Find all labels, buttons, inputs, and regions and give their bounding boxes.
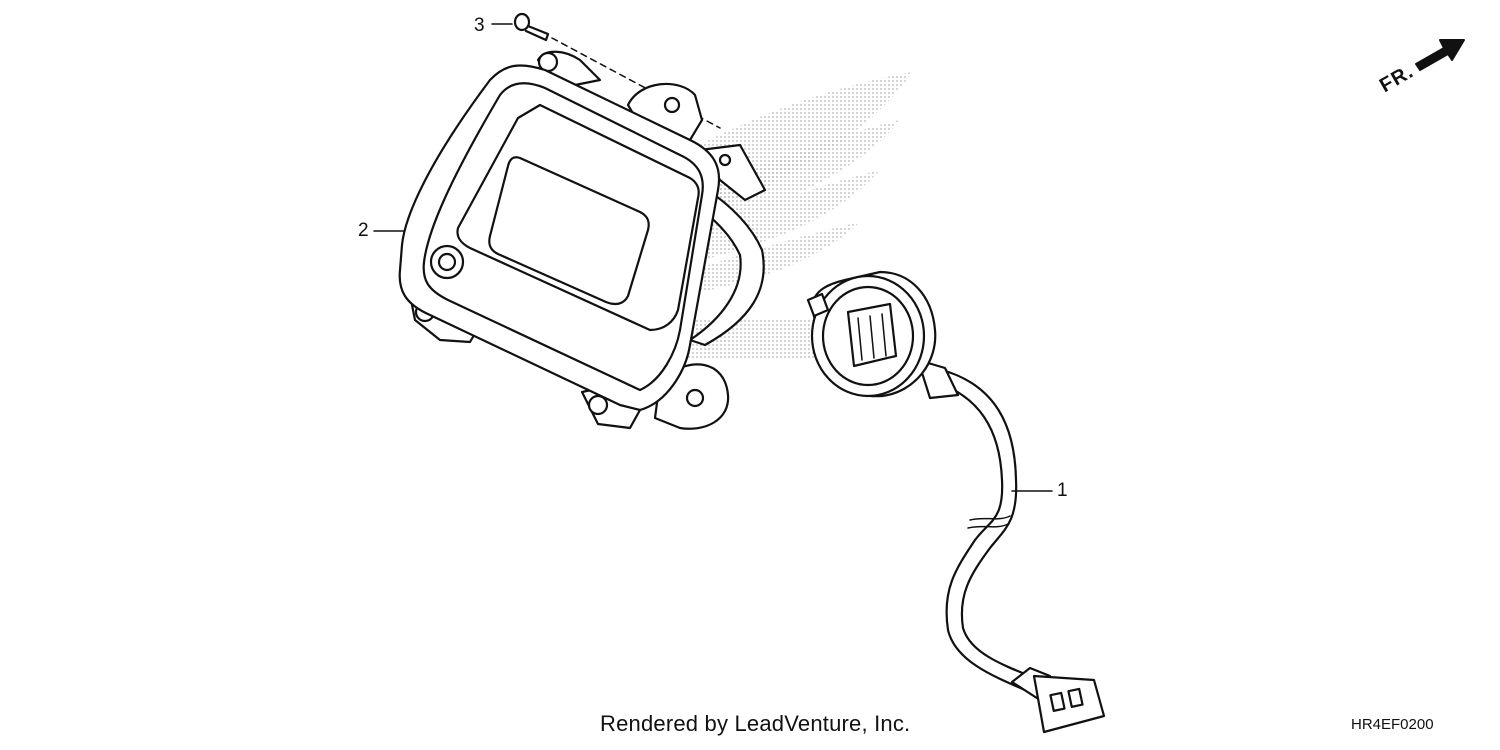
callout-part-3: 3 xyxy=(474,15,485,36)
meter-assembly-part-2 xyxy=(373,50,767,430)
diagram-code: HR4EF0200 xyxy=(1351,716,1434,733)
harness-part-1 xyxy=(806,270,1106,734)
callout-part-1: 1 xyxy=(1057,480,1068,501)
callout-part-2: 2 xyxy=(358,220,369,241)
render-credit: Rendered by LeadVenture, Inc. xyxy=(600,711,911,736)
front-direction-arrow-icon xyxy=(1415,39,1465,71)
